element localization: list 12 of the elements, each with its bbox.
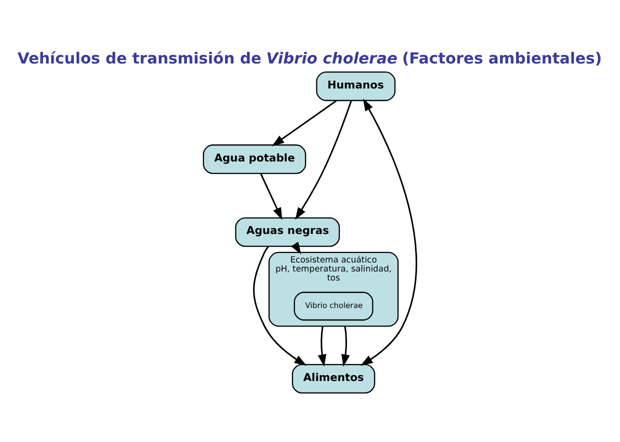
arrow: [318, 326, 326, 367]
arrow: [360, 98, 418, 366]
arrow: [341, 326, 350, 367]
arrow: [295, 100, 352, 220]
node-box: Alimentos: [292, 364, 376, 394]
arrow: [272, 100, 337, 146]
node-box: Agua potable: [202, 144, 306, 174]
arrow: [290, 242, 302, 254]
node-box: Humanos: [316, 72, 396, 102]
node-box: Vibrio cholerae: [294, 292, 374, 321]
arrow: [260, 173, 282, 220]
diagram-title: Vehículos de transmisión de Vibrio cholerae (Factores ambientales): [18, 50, 602, 68]
